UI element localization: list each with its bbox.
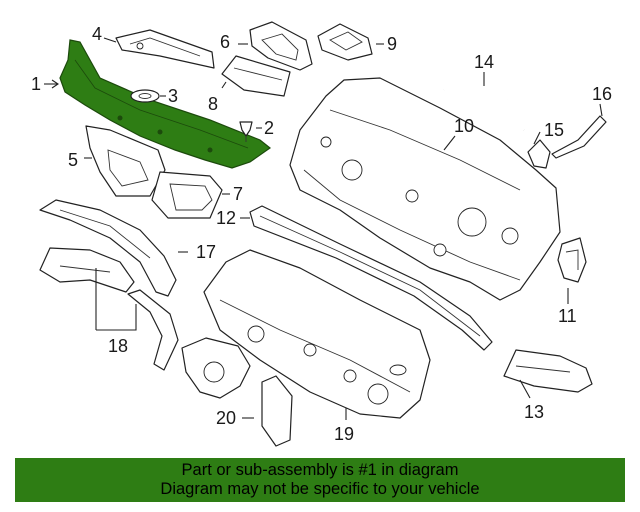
parts-diagram: 1 2 3 4 5 6 7 8 9 10 11 12 13 14 15 16 1…	[31, 21, 612, 447]
callout-16: 16	[592, 84, 612, 104]
callout-19: 19	[334, 424, 354, 444]
part-14-rod[interactable]	[443, 84, 525, 131]
part-19-dash-insulator[interactable]	[203, 249, 431, 419]
part-2-clip[interactable]	[239, 121, 253, 142]
callout-18: 18	[108, 336, 128, 356]
callout-1: 1	[31, 74, 41, 94]
part-20-insulator[interactable]	[181, 337, 293, 447]
callout-20: 20	[216, 408, 236, 428]
callout-5: 5	[68, 150, 78, 170]
callout-11: 11	[558, 306, 577, 326]
callout-4: 4	[92, 24, 102, 44]
part-4-bracket[interactable]	[115, 29, 215, 69]
leader-lines	[44, 37, 603, 420]
info-banner: Part or sub-assembly is #1 in diagram Di…	[15, 458, 625, 502]
part-15-stay[interactable]	[527, 139, 551, 169]
callout-12: 12	[216, 208, 236, 228]
callout-14: 14	[474, 52, 494, 72]
callout-2: 2	[264, 118, 274, 138]
part-10-bulkhead[interactable]	[289, 77, 561, 301]
part-8-panel[interactable]	[221, 55, 291, 97]
part-16-strut[interactable]	[551, 115, 607, 159]
callout-17: 17	[196, 242, 216, 262]
part-12-rail[interactable]	[249, 205, 493, 351]
part-5-side-panel[interactable]	[85, 125, 166, 197]
part-7-insulator[interactable]	[151, 171, 223, 219]
callout-10: 10	[454, 116, 474, 136]
part-11-bracket[interactable]	[557, 237, 587, 283]
part-6-bracket[interactable]	[249, 21, 313, 71]
callout-15: 15	[544, 120, 564, 140]
banner-line-part-note: Part or sub-assembly is #1 in diagram	[181, 461, 459, 479]
callout-9: 9	[387, 34, 397, 54]
callout-13: 13	[524, 402, 544, 422]
part-9-cover[interactable]	[317, 23, 373, 61]
part-17-side-member[interactable]	[39, 199, 177, 297]
callout-8: 8	[208, 94, 218, 114]
callout-7: 7	[233, 184, 243, 204]
part-13-bracket[interactable]	[503, 349, 593, 393]
banner-line-disclaimer: Diagram may not be specific to your vehi…	[160, 480, 480, 498]
callout-3: 3	[168, 86, 178, 106]
part-3-grommet[interactable]	[130, 89, 160, 103]
callout-6: 6	[220, 32, 230, 52]
part-18-lower-members[interactable]	[39, 247, 179, 371]
